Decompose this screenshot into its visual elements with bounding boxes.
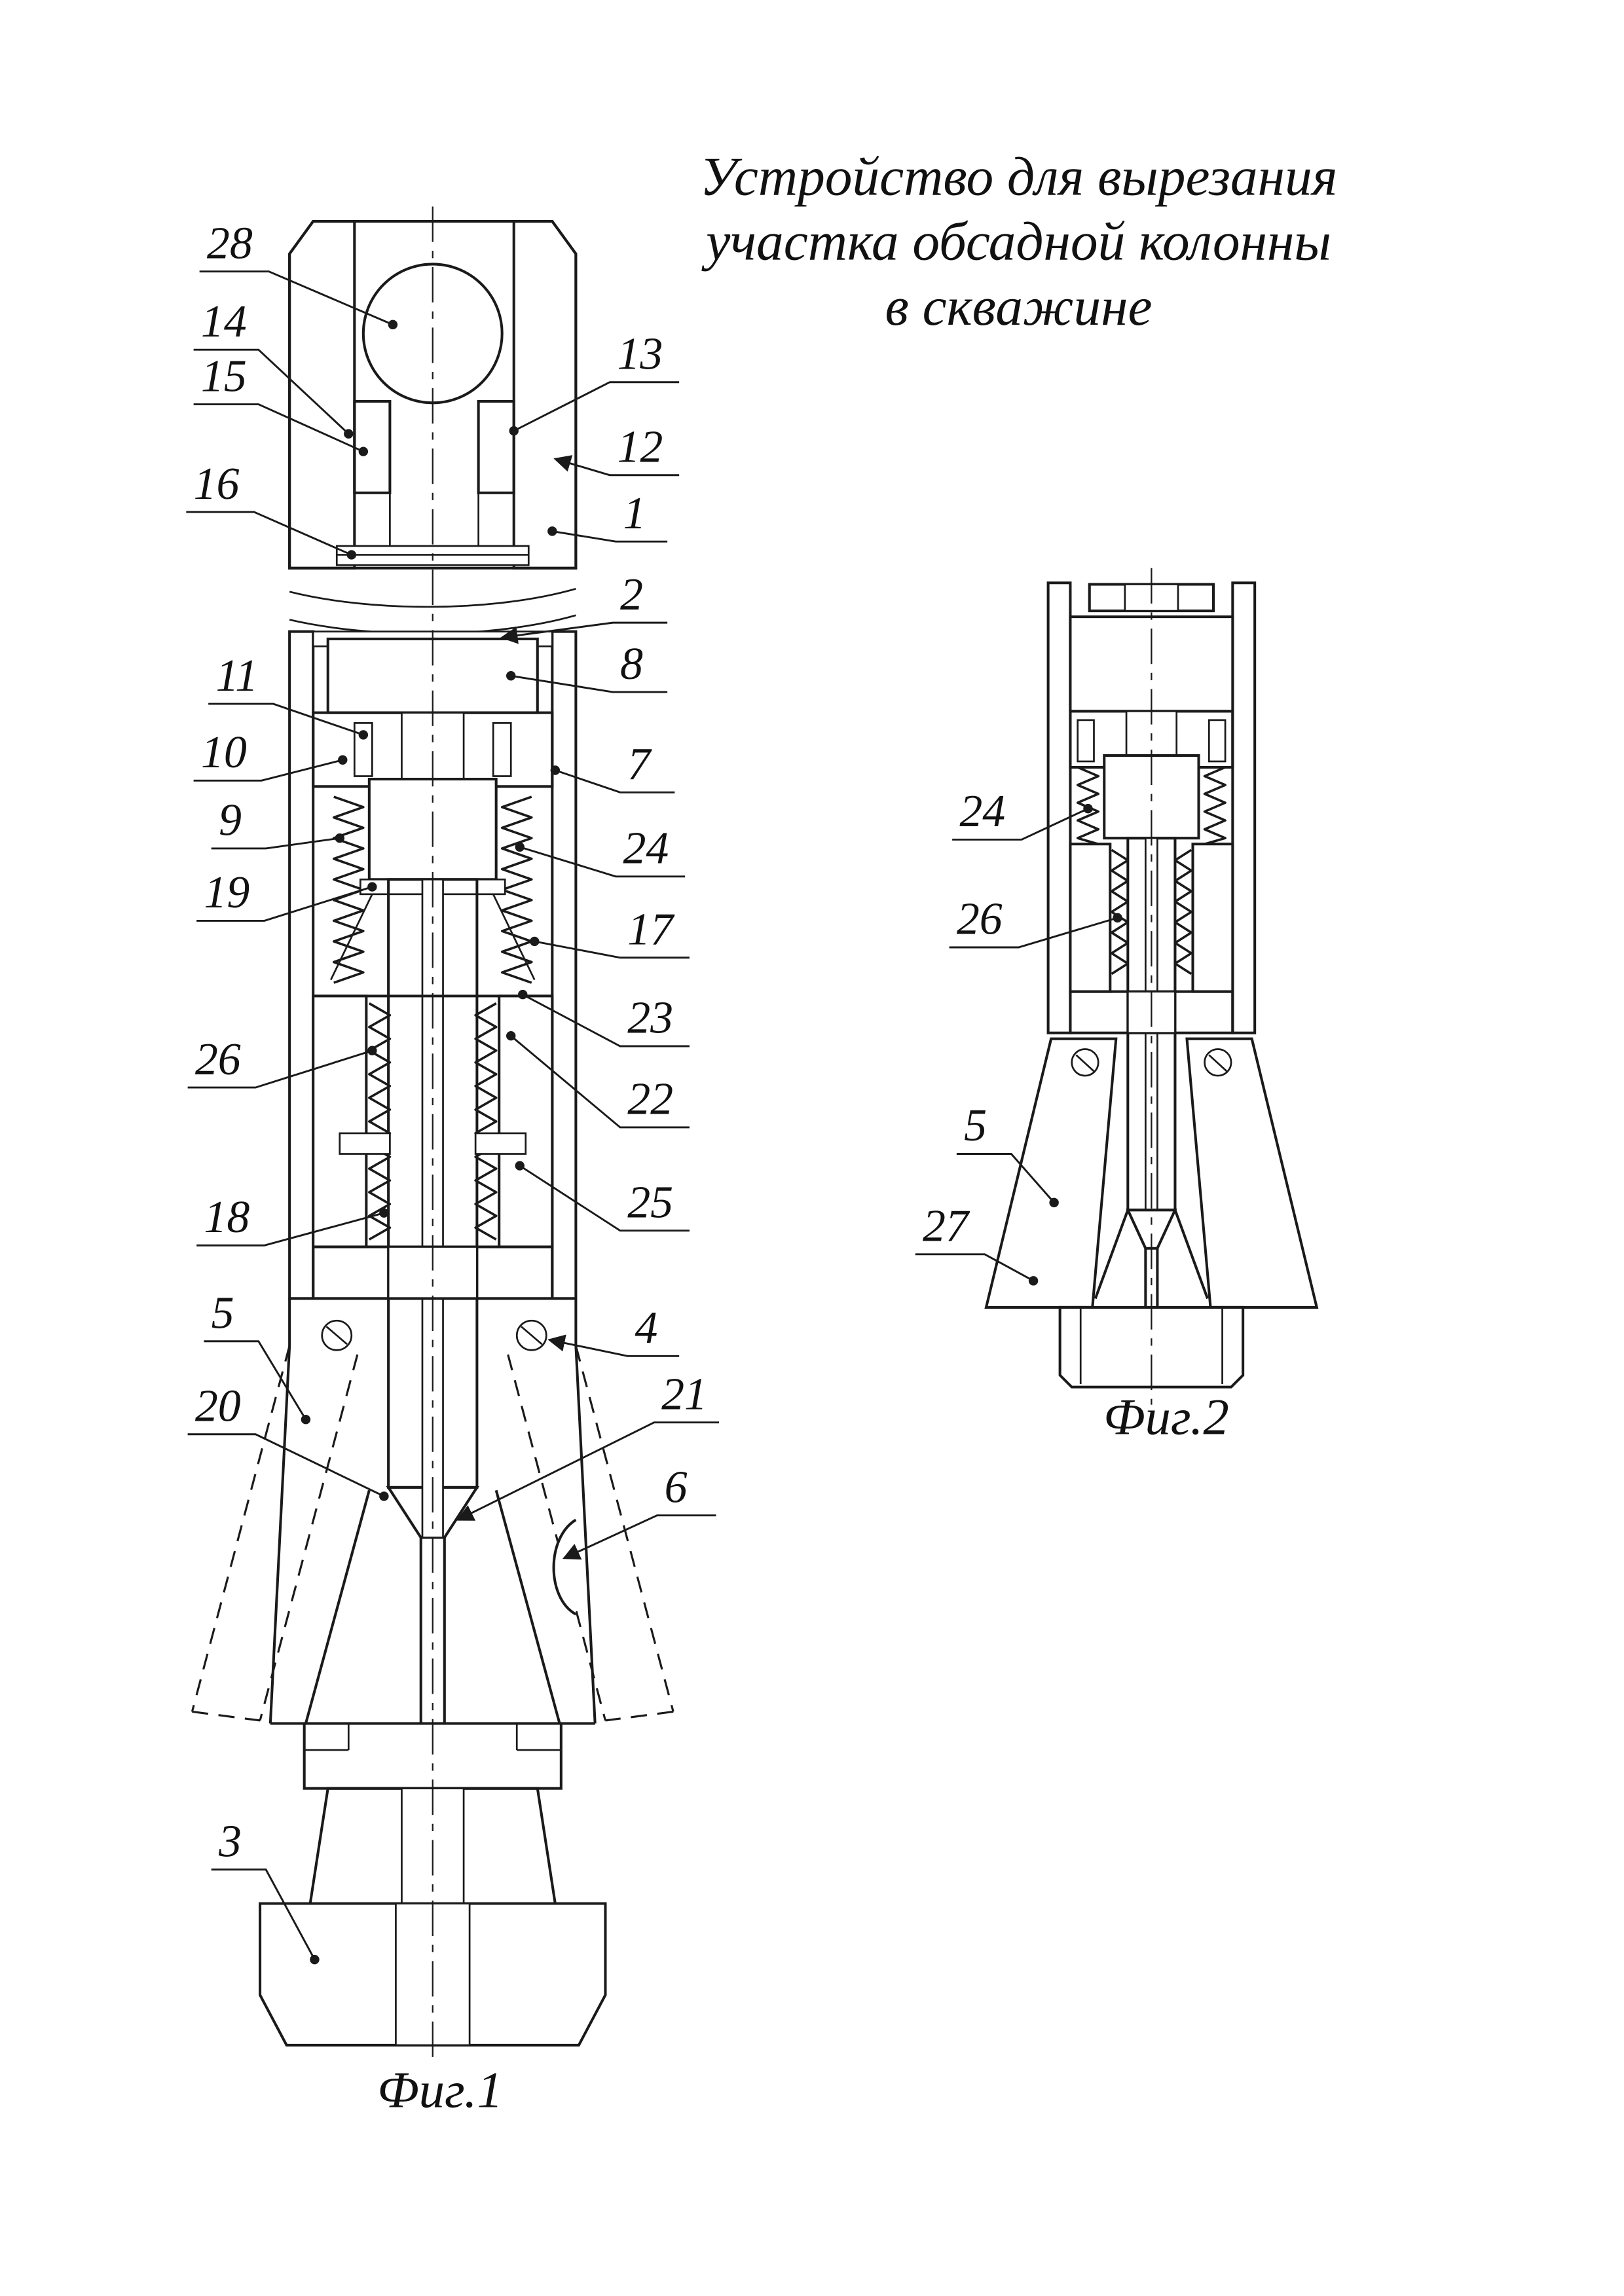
svg-text:24: 24 <box>623 824 669 874</box>
fig2-slip-left-5 <box>984 1037 1118 1309</box>
svg-text:12: 12 <box>617 422 663 472</box>
fig1-label-2: 2 <box>500 570 668 644</box>
svg-text:2: 2 <box>620 570 643 620</box>
side-window-6 <box>552 1518 577 1616</box>
fig1-label-15: 15 <box>193 351 369 456</box>
svg-text:5: 5 <box>212 1288 234 1338</box>
svg-text:10: 10 <box>201 727 247 778</box>
fig2-label-26: 26 <box>949 894 1122 949</box>
svg-text:27: 27 <box>923 1201 970 1251</box>
svg-text:19: 19 <box>204 867 249 918</box>
fig1-label-10: 10 <box>193 727 348 782</box>
svg-text:3: 3 <box>218 1816 242 1867</box>
fig1-label-13: 13 <box>509 329 680 436</box>
fig1-label-11: 11 <box>208 651 369 740</box>
fig2-drawing <box>984 568 1319 1405</box>
svg-text:28: 28 <box>207 218 253 268</box>
svg-text:15: 15 <box>201 351 247 401</box>
fig1-caption: Фиг.1 <box>377 2062 503 2119</box>
fig1-label-18: 18 <box>196 1192 389 1247</box>
svg-text:17: 17 <box>627 904 675 955</box>
fig2-label-24: 24 <box>952 786 1093 841</box>
fig1-label-16: 16 <box>186 459 357 560</box>
svg-text:6: 6 <box>665 1462 688 1512</box>
spring-17-right <box>500 795 533 984</box>
svg-text:23: 23 <box>627 993 673 1044</box>
fig2-label-5: 5 <box>956 1101 1059 1208</box>
svg-text:13: 13 <box>617 329 663 379</box>
fig1-label-25: 25 <box>515 1161 690 1232</box>
fig1-label-4: 4 <box>547 1303 680 1357</box>
title-line-3: в скважине <box>885 277 1153 337</box>
fig1-label-5: 5 <box>204 1288 311 1425</box>
fig1-label-17: 17 <box>530 904 690 959</box>
fig1-label-24: 24 <box>515 824 686 878</box>
fig2-spring-24-right <box>1203 766 1227 845</box>
spring-26-left <box>368 1002 392 1241</box>
drawing-title: Устройство для вырезания участка обсадно… <box>700 147 1338 337</box>
fig1-drawing <box>191 206 674 2066</box>
fig1-label-23: 23 <box>518 989 690 1048</box>
fig1-label-8: 8 <box>506 639 668 693</box>
fig2-label-27: 27 <box>915 1201 1039 1286</box>
svg-text:22: 22 <box>627 1074 673 1125</box>
svg-text:18: 18 <box>204 1192 249 1243</box>
fig1-label-20: 20 <box>187 1381 389 1501</box>
svg-text:7: 7 <box>627 739 652 790</box>
fig1-label-26: 26 <box>187 1034 377 1089</box>
bottom-nut-3 <box>259 1902 607 2047</box>
fig1-labels: 28 14 15 16 13 12 1 2 <box>186 218 720 2119</box>
fig2-caption: Фиг.2 <box>1103 1389 1229 1446</box>
fig2-spring-26-right <box>1173 848 1193 975</box>
svg-text:9: 9 <box>219 795 242 846</box>
svg-text:20: 20 <box>195 1381 241 1431</box>
fig2-spring-26-left <box>1110 848 1130 975</box>
svg-text:14: 14 <box>201 297 247 347</box>
fig1-label-7: 7 <box>550 739 675 793</box>
fig1-label-9: 9 <box>211 795 344 850</box>
spring-housing-left-18 <box>312 994 368 1248</box>
ball-seat-right <box>477 400 515 494</box>
svg-text:8: 8 <box>620 639 643 689</box>
svg-text:16: 16 <box>194 459 240 509</box>
svg-text:21: 21 <box>661 1369 707 1419</box>
fig1-label-12: 12 <box>553 422 680 477</box>
svg-text:26: 26 <box>957 894 1003 945</box>
svg-text:1: 1 <box>623 488 646 539</box>
fig1-label-28: 28 <box>199 218 398 330</box>
fig2-slip-right-27 <box>1185 1037 1319 1309</box>
fig1-label-19: 19 <box>196 867 377 922</box>
svg-text:25: 25 <box>627 1177 673 1228</box>
svg-text:5: 5 <box>964 1101 987 1151</box>
spring-9-left <box>332 795 365 984</box>
svg-text:24: 24 <box>959 786 1005 837</box>
title-line-2: участка обсадной колонны <box>701 212 1331 272</box>
title-line-1: Устройство для вырезания <box>700 147 1338 208</box>
fig1-label-1: 1 <box>547 488 668 543</box>
svg-text:4: 4 <box>635 1303 658 1353</box>
spring-26-right <box>474 1002 498 1241</box>
fig1-slips-5 <box>191 1297 674 1759</box>
fig1-label-22: 22 <box>506 1030 690 1129</box>
fig1-label-6: 6 <box>562 1462 716 1560</box>
fig2-bottom-socket <box>1058 1305 1245 1389</box>
fig1-label-3: 3 <box>211 1816 320 1965</box>
fig2-labels: 24 26 5 27 Фиг.2 <box>915 786 1229 1446</box>
fig1-label-14: 14 <box>193 297 354 439</box>
fig1-label-21: 21 <box>456 1369 720 1521</box>
svg-text:11: 11 <box>215 651 258 701</box>
svg-text:26: 26 <box>195 1034 241 1085</box>
